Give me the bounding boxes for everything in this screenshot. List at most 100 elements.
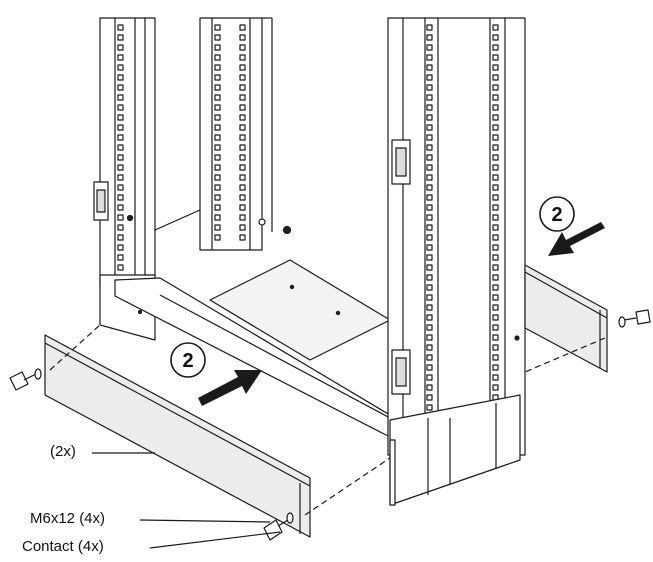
mounting-hole [492,224,499,231]
mounting-hole [214,214,221,221]
mounting-hole [492,94,499,101]
mounting-hole [117,194,124,201]
mounting-hole [214,44,221,51]
leader-contacts [149,531,281,549]
mounting-hole [239,34,246,41]
mounting-hole [426,214,433,221]
mounting-hole [492,294,499,301]
mounting-hole [214,194,221,201]
mounting-hole [426,274,433,281]
mounting-hole [426,44,433,51]
mounting-hole [117,104,124,111]
mounting-hole [117,184,124,191]
mounting-hole [426,304,433,311]
mounting-hole [426,24,433,31]
mounting-hole [214,94,221,101]
mounting-hole [492,54,499,61]
mounting-hole [492,244,499,251]
mounting-hole [214,54,221,61]
mounting-hole [214,144,221,151]
mounting-hole [239,184,246,191]
step-number-right: 2 [551,204,562,226]
mounting-hole [239,84,246,91]
mounting-hole [492,164,499,171]
mounting-hole [426,344,433,351]
mounting-hole [239,154,246,161]
right-door-latch-upper-icon [391,139,411,185]
right-front-post [387,17,526,456]
mounting-hole [239,224,246,231]
mounting-hole [426,234,433,241]
mounting-hole [492,334,499,341]
mounting-hole [117,114,124,121]
mounting-hole [426,284,433,291]
mounting-hole [426,264,433,271]
mounting-hole [426,174,433,181]
mounting-hole [426,404,433,411]
mounting-hole [117,44,124,51]
mounting-hole [117,224,124,231]
mounting-hole [239,194,246,201]
mounting-hole [426,374,433,381]
mounting-hole [239,234,246,241]
mounting-hole [492,154,499,161]
mounting-hole [492,384,499,391]
mounting-hole [426,84,433,91]
mounting-hole [214,24,221,31]
contact-label: Contact (4x) [22,538,104,555]
mounting-hole [426,184,433,191]
mounting-hole [117,124,124,131]
mounting-hole [492,254,499,261]
mounting-hole [492,374,499,381]
mounting-hole [214,174,221,181]
mounting-hole [117,204,124,211]
mounting-hole [214,234,221,241]
mounting-hole [426,114,433,121]
mounting-hole [426,384,433,391]
mounting-hole [492,174,499,181]
mounting-hole [426,334,433,341]
mounting-hole [239,144,246,151]
mounting-hole [117,64,124,71]
leader-screws [139,519,271,523]
mounting-hole [492,194,499,201]
mounting-hole [117,134,124,141]
mounting-hole [214,184,221,191]
mounting-hole [492,344,499,351]
mounting-hole [492,144,499,151]
mounting-hole [492,34,499,41]
mounting-hole [492,304,499,311]
right-plinth-panel [524,264,608,373]
mounting-hole [426,224,433,231]
mounting-hole [492,314,499,321]
left-front-post [93,17,201,286]
mounting-hole [117,54,124,61]
mounting-hole [426,164,433,171]
mounting-hole [214,74,221,81]
washer-right-icon [618,316,626,328]
mounting-hole [239,64,246,71]
mounting-hole [426,134,433,141]
mounting-hole [492,44,499,51]
mounting-hole [426,144,433,151]
screw-right-icon [623,309,651,325]
mounting-hole [492,114,499,121]
mounting-hole [426,204,433,211]
mounting-hole [492,214,499,221]
mounting-hole [239,114,246,121]
mounting-hole [239,134,246,141]
mounting-hole [426,364,433,371]
step-callout-left: 2 [170,342,206,378]
front-plinth-panel [44,324,391,538]
mounting-hole [492,184,499,191]
mounting-hole [214,114,221,121]
mounting-hole [239,54,246,61]
mounting-hole [117,174,124,181]
mounting-hole [426,154,433,161]
mounting-hole [117,214,124,221]
mounting-hole [492,364,499,371]
step-callout-right: 2 [539,196,575,232]
mounting-hole [426,94,433,101]
mounting-hole [117,94,124,101]
